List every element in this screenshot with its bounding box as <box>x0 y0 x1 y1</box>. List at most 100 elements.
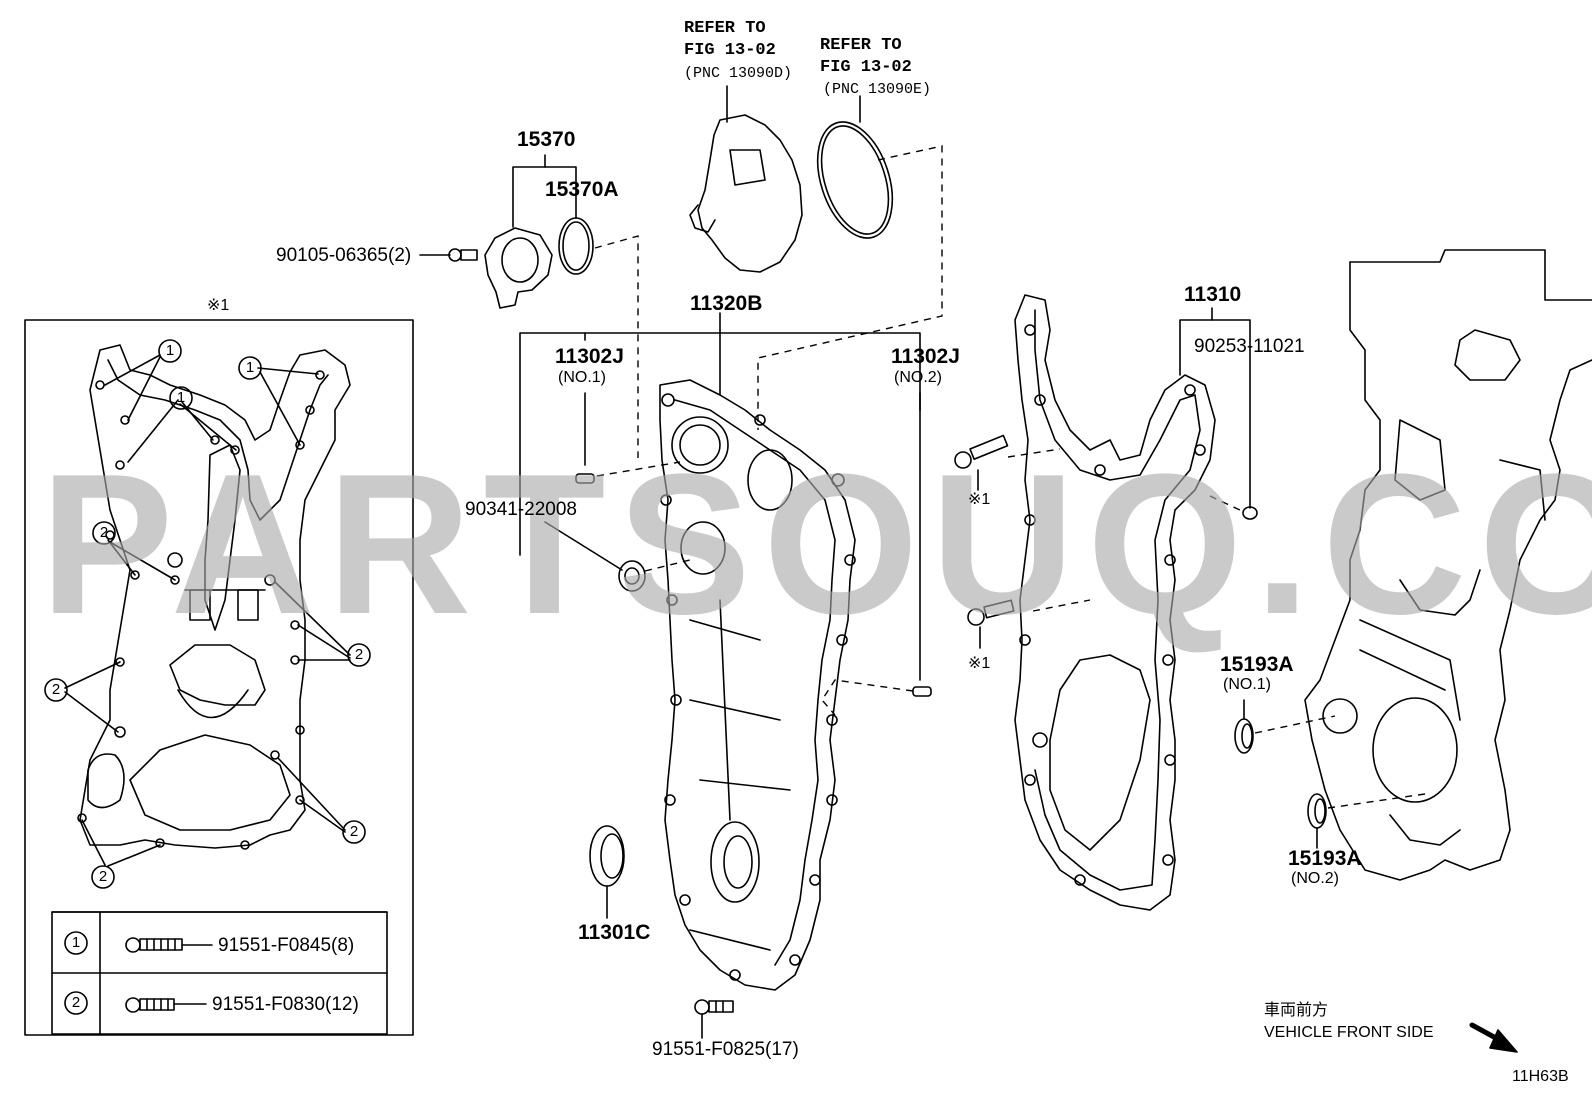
cover-bosses <box>660 393 856 981</box>
inset-callout-1c: 1 <box>245 359 255 376</box>
inset-gasket-outline <box>79 344 351 849</box>
label-mark1-lower: ※1 <box>968 655 991 672</box>
inset-callout-circles <box>44 339 371 1015</box>
legend-row-1-num: 1 <box>71 934 81 951</box>
bolt-mark1-upper <box>954 434 1009 491</box>
label-11302j-no2: 11302J <box>891 345 960 368</box>
inset-leaders <box>64 354 351 867</box>
label-15370: 15370 <box>517 128 576 151</box>
label-90253: 90253-11021 <box>1194 336 1305 357</box>
inset-gasket-rib <box>204 444 241 631</box>
gasket-11310-holes <box>1019 324 1206 886</box>
plug-90341 <box>618 560 646 592</box>
inset-gasket-slot-a <box>189 589 211 621</box>
cover-oil-seal-bore-inner <box>723 835 753 889</box>
bolt-91551-f0825 <box>694 999 734 1039</box>
dowel-pin-11302j-no2 <box>912 686 932 697</box>
label-11310: 11310 <box>1184 283 1242 306</box>
oring-15370a-inner <box>562 221 590 271</box>
dowel-90253 <box>1242 506 1258 520</box>
bolt-mark1-lower <box>967 599 1015 649</box>
refer-13090e-line2: FIG 13-02 <box>820 58 912 77</box>
label-11302j-no1: 11302J <box>555 345 624 368</box>
leader-90341 <box>544 521 623 571</box>
refer-13090e-line1: REFER TO <box>820 36 902 55</box>
gasket-13090e-inner <box>820 125 890 235</box>
gasket-11310 <box>1014 294 1216 911</box>
valve-face <box>501 237 539 283</box>
inset-frame <box>24 319 414 1036</box>
legend-bolt-1 <box>125 937 213 953</box>
vvt-actuator-13090d <box>697 114 803 273</box>
seal-15193a-no2 <box>1307 793 1327 829</box>
gasket-13090e <box>816 121 894 239</box>
cover-inner-edge <box>674 399 836 966</box>
inset-callout-1b: 1 <box>176 389 186 406</box>
label-90105: 90105-06365(2) <box>276 245 412 266</box>
plug-90341-inner <box>624 567 640 585</box>
label-15193a-no1: 15193A <box>1220 653 1294 676</box>
label-15370a: 15370A <box>545 178 619 201</box>
bracket-11302j <box>519 332 921 556</box>
label-15193a-no2: 15193A <box>1288 847 1362 870</box>
oil-seal-11301c-inner <box>600 833 624 879</box>
oil-control-valve-15370 <box>484 227 553 309</box>
cover-bore-upper <box>671 416 729 474</box>
gasket-11310-window <box>1049 654 1151 851</box>
inset-gasket-arc <box>177 689 249 719</box>
refer-13090d-line3: (PNC 13090D) <box>684 65 793 82</box>
vvt-actuator-detail <box>729 149 766 186</box>
label-11320b: 11320B <box>690 292 763 315</box>
label-mark1-upper: ※1 <box>968 491 991 508</box>
cover-ribs <box>689 599 791 951</box>
legend-row-2-num: 2 <box>71 994 81 1011</box>
inset-callout-2a: 2 <box>99 524 109 541</box>
seal-15193a-no1 <box>1234 718 1254 754</box>
legend-row-2-part: 91551-F0830(12) <box>212 994 359 1015</box>
refer-13090e-line3: (PNC 13090E) <box>823 81 932 98</box>
cover-bore-upper-inner <box>679 424 721 466</box>
cover-oil-seal-bore <box>710 821 760 903</box>
label-15193a-no2-sub: (NO.2) <box>1291 870 1339 887</box>
label-11302j-no1-sub: (NO.1) <box>558 369 606 386</box>
refer-13090d-line1: REFER TO <box>684 19 766 38</box>
label-15193a-no1-sub: (NO.1) <box>1223 676 1271 693</box>
oring-15370a <box>558 217 594 275</box>
label-11302j-no2-sub: (NO.2) <box>894 369 942 386</box>
gasket-11310-inner <box>1034 309 1201 891</box>
label-91551-f0825: 91551-F0825(17) <box>652 1039 799 1060</box>
alignment-dashes <box>594 145 1426 809</box>
oil-seal-11301c <box>589 825 625 887</box>
inset-callout-2c: 2 <box>51 681 61 698</box>
figure-code: 11H63B <box>1512 1068 1569 1085</box>
inset-callout-2b: 2 <box>354 646 364 663</box>
inset-callout-2e: 2 <box>98 868 108 885</box>
label-90341: 90341-22008 <box>465 499 577 520</box>
legend-bolt-2 <box>125 997 207 1013</box>
vvt-connector <box>689 204 716 233</box>
inset-callout-2d: 2 <box>349 823 359 840</box>
seal-15193a-no2-inner <box>1314 798 1326 824</box>
inset-bolt-holes <box>77 370 325 850</box>
vehicle-front-arrow <box>1469 1022 1518 1053</box>
inset-callout-1a: 1 <box>165 342 175 359</box>
label-11301c: 11301C <box>578 921 651 944</box>
cover-bore-middle <box>680 521 726 575</box>
bolt-90105 <box>419 248 478 262</box>
inset-gasket-hole-a <box>169 644 266 706</box>
watermark-text: PARTSOUQ.COM <box>40 433 1592 656</box>
refer-13090d-line2: FIG 13-02 <box>684 41 776 60</box>
vehicle-front-en: VEHICLE FRONT SIDE <box>1264 1024 1434 1041</box>
inset-mark: ※1 <box>207 297 230 314</box>
inset-gasket-inner <box>107 359 329 521</box>
inset-gasket-slot-b <box>237 589 259 621</box>
dowel-pin-11302j-no1 <box>575 473 595 484</box>
inset-gasket-hole-c <box>87 753 125 809</box>
engine-block-outline <box>1304 249 1592 881</box>
bracket-11310 <box>1179 319 1251 509</box>
inset-gasket-hole-b <box>129 734 291 831</box>
legend-row-1-part: 91551-F0845(8) <box>218 935 355 956</box>
cover-bore-right <box>747 449 793 511</box>
